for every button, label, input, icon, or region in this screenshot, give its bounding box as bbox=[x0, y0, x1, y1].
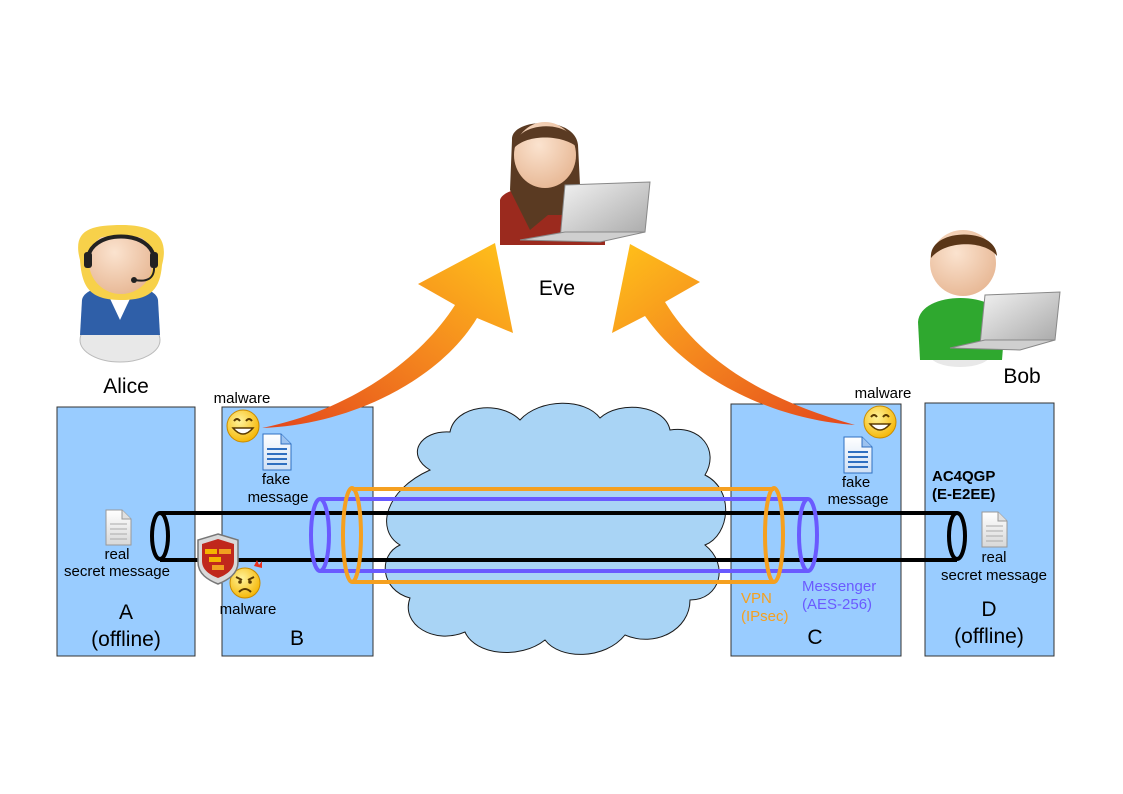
internet-cloud bbox=[384, 402, 727, 655]
firewall-shield-icon bbox=[197, 533, 239, 585]
malware-grin-c-icon bbox=[863, 405, 897, 439]
alice-label: Alice bbox=[103, 375, 149, 398]
node-d-message-label-2: secret message bbox=[941, 567, 1047, 584]
vpn-label-1: VPN bbox=[741, 590, 772, 607]
leak-arrow-right bbox=[612, 244, 855, 425]
vpn-label-2: (IPsec) bbox=[741, 608, 789, 625]
real-message-d-icon bbox=[981, 511, 1008, 548]
alice-avatar bbox=[78, 225, 164, 363]
node-c-fake-label-1: fake bbox=[842, 474, 870, 491]
fake-message-c-icon bbox=[843, 436, 873, 474]
node-d-state: (offline) bbox=[954, 625, 1024, 648]
node-a-message-label-2: secret message bbox=[64, 563, 170, 580]
messenger-label-2: (AES-256) bbox=[802, 596, 872, 613]
node-d-protocol-label-1: AC4QGP bbox=[932, 468, 995, 485]
node-d-message-label-1: real bbox=[981, 549, 1006, 566]
node-d-letter: D bbox=[981, 598, 996, 621]
vpn-tunnel bbox=[341, 486, 785, 584]
base-connection bbox=[150, 511, 967, 562]
node-b-malware-top-label: malware bbox=[214, 390, 271, 407]
node-b-fake-label-1: fake bbox=[262, 471, 290, 488]
malware-grin-b-icon bbox=[226, 409, 260, 443]
node-b-letter: B bbox=[290, 627, 304, 650]
real-message-a-icon bbox=[105, 509, 132, 546]
eve-avatar bbox=[500, 122, 651, 245]
messenger-tunnel bbox=[309, 497, 819, 573]
node-c-fake-label-2: message bbox=[828, 491, 889, 508]
node-b-fake-label-2: message bbox=[248, 489, 309, 506]
node-d-protocol-label-2: (E-E2EE) bbox=[932, 486, 995, 503]
node-c-malware-label: malware bbox=[855, 385, 912, 402]
node-a-letter: A bbox=[119, 601, 133, 624]
angry-malware-icon bbox=[229, 560, 262, 599]
eve-label: Eve bbox=[539, 277, 575, 300]
bob-label: Bob bbox=[1003, 365, 1040, 388]
fake-message-b-icon bbox=[262, 433, 292, 471]
node-c-letter: C bbox=[807, 626, 822, 649]
node-a-state: (offline) bbox=[91, 628, 161, 651]
node-b-box bbox=[221, 406, 374, 657]
node-a-message-label-1: real bbox=[104, 546, 129, 563]
leak-arrow-left bbox=[262, 243, 513, 428]
bob-avatar bbox=[918, 230, 1061, 367]
messenger-label-1: Messenger bbox=[802, 578, 876, 595]
node-b-malware-bottom-label: malware bbox=[220, 601, 277, 618]
